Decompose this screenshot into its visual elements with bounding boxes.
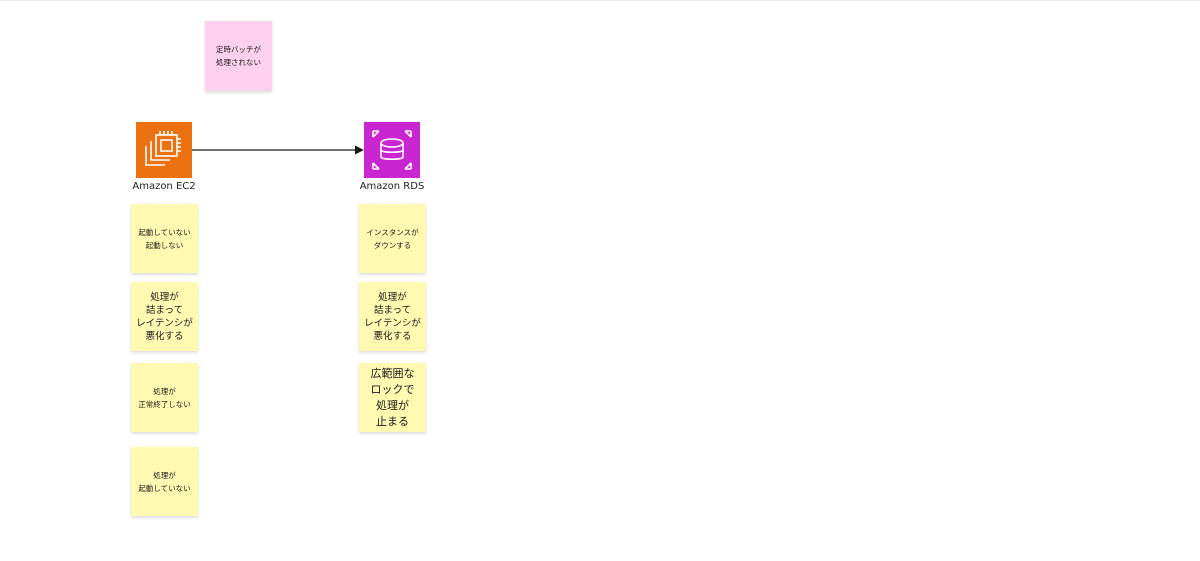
sticky-note-rds-3[interactable]: 広範囲な ロックで 処理が 止まる: [359, 363, 426, 432]
ec2-chip-icon[interactable]: [136, 122, 192, 178]
sticky-note-text: 処理が 詰まって レイテンシが 悪化する: [136, 291, 193, 342]
sticky-note-text: インスタンスが ダウンする: [366, 227, 419, 250]
sticky-note-text: 定時バッチが 処理されない: [216, 45, 261, 67]
sticky-note-text: 処理が 起動していない: [138, 470, 191, 493]
ec2-label: Amazon EC2: [132, 181, 196, 192]
sticky-note-ec2-4[interactable]: 処理が 起動していない: [131, 447, 198, 516]
sticky-note-text: 起動していない 起動しない: [138, 227, 191, 250]
sticky-note-rds-2[interactable]: 処理が 詰まって レイテンシが 悪化する: [359, 282, 426, 351]
sticky-note-ec2-2[interactable]: 処理が 詰まって レイテンシが 悪化する: [131, 282, 198, 351]
rds-database-icon[interactable]: [364, 122, 420, 178]
sticky-note-text: 処理が 正常終了しない: [138, 386, 191, 409]
sticky-note-text: 処理が 詰まって レイテンシが 悪化する: [364, 291, 421, 342]
sticky-note-text: 広範囲な ロックで 処理が 止まる: [370, 366, 415, 428]
canvas-top-border: [0, 0, 1200, 1]
sticky-note-batch[interactable]: 定時バッチが 処理されない: [205, 21, 272, 91]
sticky-note-ec2-1[interactable]: 起動していない 起動しない: [131, 204, 198, 273]
sticky-note-rds-1[interactable]: インスタンスが ダウンする: [359, 204, 426, 273]
sticky-note-ec2-3[interactable]: 処理が 正常終了しない: [131, 363, 198, 432]
rds-label: Amazon RDS: [359, 181, 425, 192]
